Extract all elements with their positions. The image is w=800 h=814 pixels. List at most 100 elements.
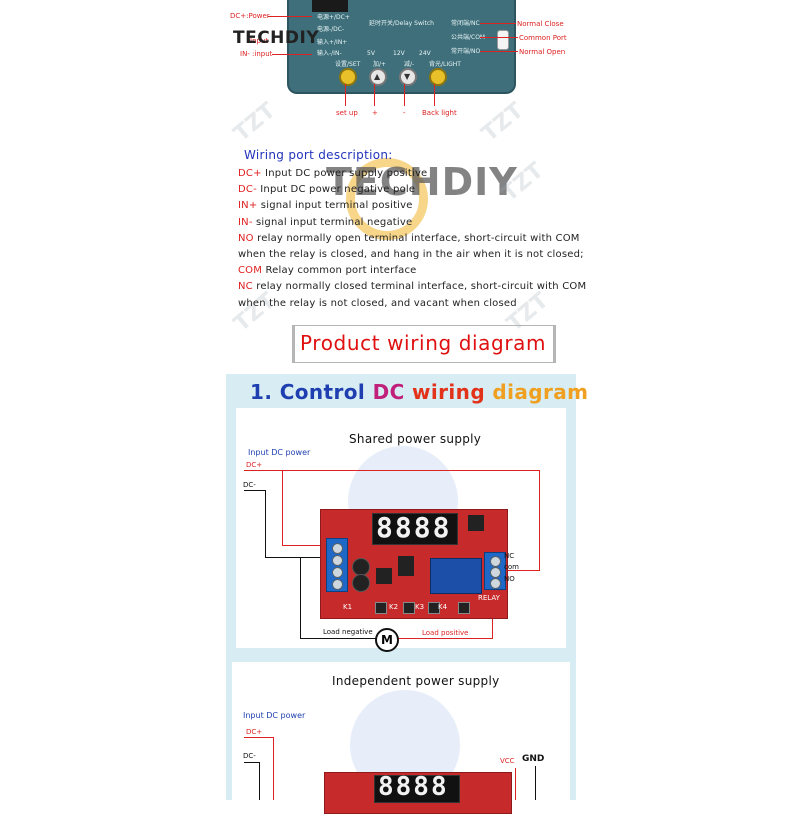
callout-dc-power: DC+:Power bbox=[230, 12, 270, 20]
wiring-text: relay normally open terminal interface, … bbox=[253, 232, 580, 244]
wiring-text: signal input terminal negative bbox=[252, 216, 413, 228]
wiring-line: when the relay is not closed, and vacant… bbox=[238, 298, 517, 309]
wiring-key: IN+ bbox=[238, 200, 258, 212]
wire-dc-plus-down bbox=[282, 470, 283, 546]
wiring-title: Wiring port description: bbox=[244, 148, 393, 162]
light-button[interactable] bbox=[429, 68, 447, 86]
callout-normal-open: Normal Open bbox=[519, 48, 566, 56]
chip-2 bbox=[398, 556, 414, 576]
load-positive-label: Load positive bbox=[422, 629, 469, 637]
wiring-line: DC- Input DC power negative pole bbox=[238, 184, 415, 195]
key-k2-label: K2 bbox=[389, 603, 399, 611]
label-light: 背光/LIGHT bbox=[429, 61, 461, 68]
seven-seg-display-2 bbox=[374, 775, 460, 803]
section1-title-dc: DC bbox=[372, 380, 405, 404]
wire-load-pos bbox=[398, 638, 493, 639]
set-button[interactable] bbox=[339, 68, 357, 86]
section1-title-wiring: wiring bbox=[412, 380, 486, 404]
wire-load-neg-down bbox=[300, 557, 301, 639]
callout-input-partial: Input bbox=[250, 37, 269, 45]
wiring-key: DC- bbox=[238, 184, 257, 196]
wiring-text: when the relay is not closed, and vacant… bbox=[238, 297, 517, 309]
wire-dc-plus-term bbox=[282, 545, 330, 546]
key-k4-button[interactable] bbox=[458, 602, 470, 614]
chip-3 bbox=[468, 515, 484, 531]
gnd-label: GND bbox=[522, 754, 545, 764]
callout-minus: - bbox=[403, 109, 406, 117]
com-label: com bbox=[504, 563, 519, 571]
callout-plus: + bbox=[372, 109, 378, 117]
motor-icon: M bbox=[375, 628, 399, 652]
section2-subtitle: Independent power supply bbox=[332, 674, 500, 688]
wiring-key: COM bbox=[238, 265, 263, 277]
label-nc: 常闭端/NC bbox=[451, 20, 480, 27]
wire-dc-plus-top bbox=[244, 470, 540, 471]
mounting-tab bbox=[497, 30, 509, 50]
section1-title-prefix: 1. bbox=[250, 380, 273, 404]
watermark: TZT bbox=[229, 98, 281, 147]
wiring-line: DC+ Input DC power supply positive bbox=[238, 168, 427, 179]
input-terminal-1 bbox=[326, 538, 348, 592]
label-minus: 减/- bbox=[404, 61, 415, 68]
wiring-key: NO bbox=[238, 232, 254, 244]
vcc-label: VCC bbox=[500, 757, 515, 765]
key-k3-button[interactable] bbox=[428, 602, 440, 614]
wiring-text: Input DC power negative pole bbox=[256, 184, 416, 196]
dc-plus-label-2: DC+ bbox=[246, 728, 263, 736]
relay-label: RELAY bbox=[478, 594, 500, 602]
dc-plus-label: DC+ bbox=[246, 461, 263, 469]
relay-1 bbox=[430, 558, 482, 594]
label-com: 公共端/COM bbox=[451, 34, 486, 41]
display-digits-1: 8888 bbox=[376, 511, 452, 544]
wiring-line: IN+ signal input terminal positive bbox=[238, 200, 413, 211]
wiring-key: DC+ bbox=[238, 168, 262, 179]
dc-minus-label: DC- bbox=[243, 481, 256, 489]
wire-dc-minus-term bbox=[265, 557, 330, 558]
label-in-plus: 输入+/IN+ bbox=[317, 39, 348, 46]
input-dc-power-label: Input DC power bbox=[248, 448, 311, 457]
wire-dc-minus-top bbox=[244, 490, 266, 491]
wiring-line: IN- signal input terminal negative bbox=[238, 217, 412, 228]
dc-minus-label-2: DC- bbox=[243, 752, 256, 760]
callout-common-port: Common Port bbox=[519, 34, 567, 42]
wiring-key: NC bbox=[238, 281, 253, 293]
seven-seg-display-1 bbox=[372, 513, 458, 545]
key-k4-label: K4 bbox=[438, 603, 448, 611]
wiring-key: IN- bbox=[238, 216, 253, 228]
section1-title-diagram: diagram bbox=[492, 380, 589, 404]
wire-dc-plus-right bbox=[539, 470, 540, 571]
wiring-text: Relay common port interface bbox=[262, 265, 417, 277]
logo-ring bbox=[346, 158, 428, 240]
wiring-line: when the relay is closed, and hang in th… bbox=[238, 249, 584, 260]
capacitor-2 bbox=[352, 574, 370, 592]
wiring-text: when the relay is closed, and hang in th… bbox=[238, 249, 584, 260]
label-no: 常开端/NO bbox=[451, 48, 481, 55]
watermark: TZT bbox=[477, 98, 529, 147]
label-5v: 5V bbox=[367, 50, 375, 57]
wiring-line: COM Relay common port interface bbox=[238, 265, 417, 276]
nc-label: NC bbox=[504, 552, 515, 560]
label-24v: 24V bbox=[419, 50, 431, 57]
plus-button[interactable]: ▲ bbox=[369, 68, 387, 86]
label-in-minus: 输入-/IN- bbox=[317, 50, 342, 57]
wiring-text: relay normally closed terminal interface… bbox=[252, 281, 587, 293]
label-dc-minus: 电源-/DC- bbox=[317, 26, 345, 33]
watermark: TZT bbox=[229, 288, 281, 337]
minus-button[interactable]: ▼ bbox=[399, 68, 417, 86]
label-set: 设置/SET bbox=[335, 61, 361, 68]
load-negative-label: Load negative bbox=[323, 628, 373, 636]
display-digits-2: 8888 bbox=[378, 772, 449, 802]
callout-normal-close: Normal Close bbox=[517, 20, 564, 28]
banner-title: Product wiring diagram bbox=[300, 331, 547, 355]
key-k1-button[interactable] bbox=[375, 602, 387, 614]
callout-back-light: Back light bbox=[422, 109, 457, 117]
key-k2-button[interactable] bbox=[403, 602, 415, 614]
device-display bbox=[312, 0, 348, 12]
label-12v: 12V bbox=[393, 50, 405, 57]
key-k1-label: K1 bbox=[343, 603, 353, 611]
wiring-line: NC relay normally closed terminal interf… bbox=[238, 281, 586, 292]
label-dc-plus: 电源+/DC+ bbox=[317, 14, 350, 21]
section1-subtitle: Shared power supply bbox=[349, 432, 482, 446]
label-delay-switch: 延时开关/Delay Switch bbox=[369, 20, 434, 27]
input-dc-power-label-2: Input DC power bbox=[243, 711, 306, 720]
